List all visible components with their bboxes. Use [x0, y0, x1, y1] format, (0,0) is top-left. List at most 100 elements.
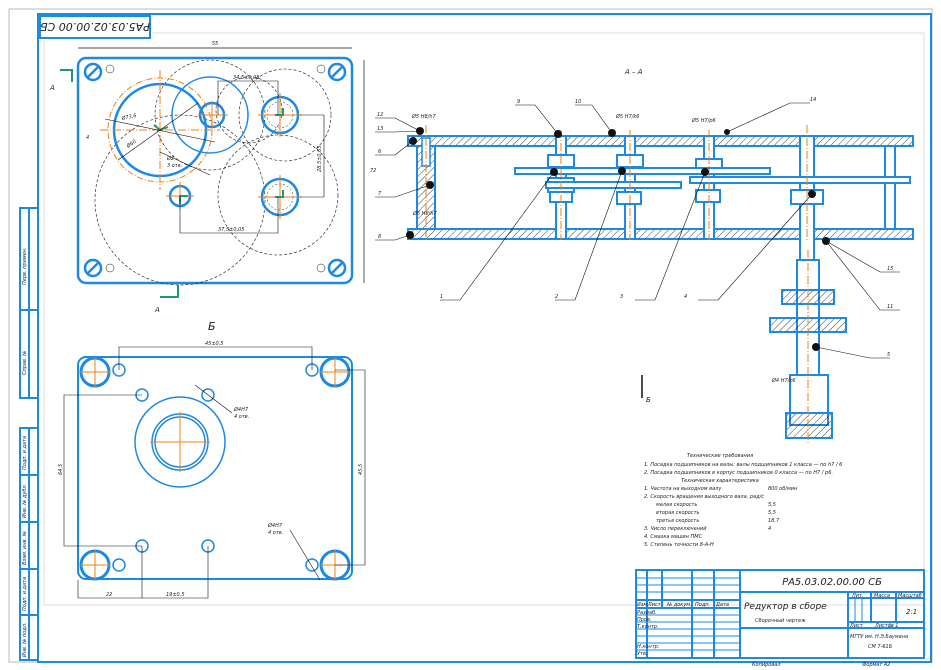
fit-label: Ø4 H7/k6: [771, 377, 795, 384]
section-aa-label: А – А: [624, 68, 643, 76]
callout-number: 2: [555, 294, 558, 300]
tech-char-label: третья скорость: [656, 518, 699, 524]
title-block-row-label: Н.контр.: [637, 644, 659, 650]
callout-number: 7: [378, 191, 382, 197]
tech-char-value: 5,5: [768, 502, 776, 508]
callout-number: 3: [620, 294, 623, 300]
sheet-outer-frame: [8, 8, 933, 663]
title-block-header: Масса: [874, 593, 890, 599]
callout-number: 13: [377, 126, 383, 132]
section-label: А: [49, 84, 55, 92]
view-b: Б 45: [58, 320, 366, 599]
dim-label: 45±0,5: [205, 341, 224, 347]
tech-char-label: 3. Число переключений: [644, 526, 707, 532]
title-block: [635, 569, 925, 659]
title-block-header: Масштаб: [898, 593, 922, 599]
view-b-marker: Б: [646, 396, 651, 404]
dim-label: Ø73,6: [120, 112, 137, 122]
drawing-subtitle: Сборочный чертеж: [755, 618, 806, 624]
callout-number: 8: [378, 234, 381, 240]
tech-req-item: 2. Посадка подшипников в корпус подшипни…: [644, 470, 833, 476]
tech-char-label: 5. Степень точности 8-А-Н: [644, 542, 714, 548]
dim-label: Ø4H7: [267, 522, 283, 529]
organization-group: СМ 7-61Б: [868, 644, 893, 650]
dim-overall-width: 55: [212, 41, 218, 47]
fit-label: Ø5 H8/h7: [412, 210, 438, 217]
rotated-designation-text: РА5.03.02.00.00 СБ: [40, 20, 150, 33]
title-block-row-label: Утв.: [637, 651, 648, 657]
dim-label: 19±0,5: [166, 592, 185, 598]
tech-req-heading: Технические требования: [687, 453, 753, 459]
copied-label: Копировал: [752, 662, 781, 668]
sheet-label: Лист: [849, 623, 864, 629]
side-stamp-label: Справ. №: [22, 351, 28, 375]
title-block-col-header: Подп.: [695, 602, 710, 608]
title-block-col-header: № докум.: [666, 602, 692, 608]
section-mark-icon: [60, 69, 73, 82]
technical-requirements: Технические требования 1. Посадка подшип…: [644, 453, 842, 548]
dim-label: 22: [106, 592, 112, 598]
section-label: А: [154, 306, 160, 314]
fit-label: Ø5 H7/k6: [615, 113, 639, 120]
dim-label: 45,5: [358, 464, 364, 475]
side-stamp-label: Подп. и дата: [22, 436, 28, 470]
dim-label: 4 отв.: [268, 530, 283, 536]
drawing-scale: 2:1: [906, 608, 917, 616]
callout-number: 14: [810, 97, 816, 103]
tech-char-label: 4. Смазка машин ПМС: [644, 534, 703, 540]
tech-char-label: малая скорость: [656, 502, 697, 508]
view-b-label: Б: [208, 320, 216, 333]
fit-label: Ø5 H7/p6: [691, 117, 716, 124]
side-stamp-label: Перв. примен.: [22, 247, 28, 285]
callout-number: 4: [684, 294, 687, 300]
tech-char-label: 1. Частота на выходном валу: [644, 486, 722, 492]
title-block-row-label: Разраб.: [637, 610, 657, 616]
tech-char-value: 18,7: [768, 518, 780, 524]
tech-char-value: 800 об/мин: [768, 486, 798, 492]
drawing-area-border: [43, 32, 925, 606]
title-block-col-header: Дата: [715, 602, 729, 608]
callout-number: 10: [575, 99, 581, 105]
side-stamp-label: Инв. № дубл.: [22, 484, 28, 518]
tech-req-item: 1. Посадка подшипников на валы: валы под…: [644, 462, 842, 468]
format-label: Формат А2: [862, 662, 890, 668]
title-block-col-header: Изм.: [637, 602, 649, 608]
callout-number: 15: [887, 266, 893, 272]
callout-number: 12: [377, 112, 383, 118]
title-block-row-label: Т.контр.: [637, 624, 659, 630]
screw-icon: [83, 258, 103, 278]
organization-name: МГТУ им. Н.Э.Баумана: [850, 634, 908, 640]
dim-label: 28,5±0,05: [317, 146, 323, 172]
dim-label: 4 отв.: [234, 414, 249, 420]
section-a-a: А – А: [375, 68, 914, 445]
tech-req-heading: Техническая характеристика: [681, 478, 759, 484]
side-stamp: [19, 207, 39, 661]
screw-icon: [327, 258, 347, 278]
rotated-designation-box: РА5.03.02.00.00 СБ: [39, 15, 151, 39]
title-block-text: РА5.03.02.00.00 СБ Редуктор в сборе Сбор…: [637, 577, 922, 668]
callout-number: 1: [440, 294, 443, 300]
drawing-title: Редуктор в сборе: [744, 602, 827, 612]
sheets-label: Листов 1: [874, 623, 898, 629]
callout-number: 5: [887, 352, 890, 358]
dim-label: 3 отв.: [167, 163, 182, 169]
title-block-col-header: Лист: [647, 602, 662, 608]
tech-char-value: 4: [768, 526, 771, 532]
side-stamp-label: Подп. и дата: [22, 577, 28, 611]
dim-label: Ø60: [124, 138, 137, 150]
callout-number: 11: [887, 304, 893, 310]
tech-char-label: вторая скорость: [656, 510, 699, 516]
dim-label: 64,5: [58, 464, 64, 475]
title-block-header: Лит.: [851, 593, 864, 599]
section-mark-icon: [160, 285, 179, 298]
dim-label: 37,5±0,05: [218, 227, 244, 233]
dim-label: Ø2: [166, 155, 174, 162]
screw-icon: [327, 62, 347, 82]
side-stamp-labels: Перв. примен. Справ. № Подп. и дата Инв.…: [22, 247, 28, 657]
tech-char-value: 5,5: [768, 510, 776, 516]
dim-label: 4: [86, 135, 89, 141]
dim-overall-height: 72: [370, 168, 376, 174]
side-stamp-label: Взам. инв. №: [22, 531, 28, 565]
callout-number: 9: [517, 99, 520, 105]
